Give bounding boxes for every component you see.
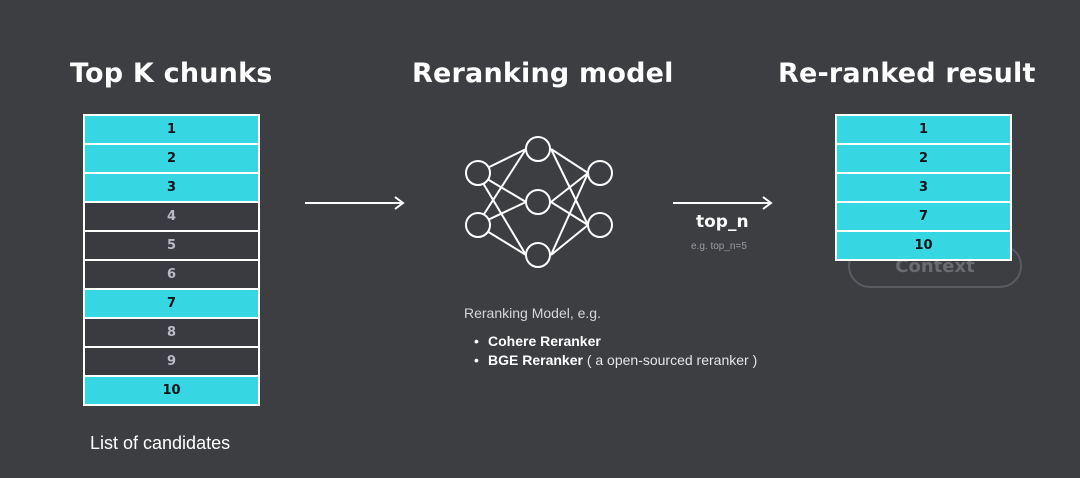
neural-network-icon — [465, 136, 613, 268]
chunk-cell: 9 — [85, 348, 258, 377]
result-cell: 1 — [837, 116, 1010, 145]
chunk-cell: 4 — [85, 203, 258, 232]
chunk-cell: 2 — [85, 145, 258, 174]
middle-title: Reranking model — [412, 58, 674, 89]
right-title: Re-ranked result — [778, 58, 1036, 89]
model-name: BGE Reranker — [488, 352, 583, 368]
arrow-to-result — [673, 196, 773, 210]
model-list: • Cohere Reranker • BGE Reranker ( a open-… — [474, 333, 757, 371]
model-description: Reranking Model, e.g. — [464, 305, 601, 321]
chunk-cell: 1 — [85, 116, 258, 145]
bullet-icon: • — [474, 352, 479, 368]
bullet-icon: • — [474, 333, 479, 349]
chunk-cell: 5 — [85, 232, 258, 261]
chunk-cell: 6 — [85, 261, 258, 290]
model-item-bge: • BGE Reranker ( a open-sourced reranker … — [474, 352, 757, 371]
result-cell: 10 — [837, 232, 1010, 259]
arrow-to-model — [305, 196, 405, 210]
chunk-cell: 7 — [85, 290, 258, 319]
result-cell: 2 — [837, 145, 1010, 174]
model-note: ( a open-sourced reranker ) — [582, 352, 758, 368]
chunk-cell: 8 — [85, 319, 258, 348]
left-title: Top K chunks — [70, 58, 273, 89]
model-item-cohere: • Cohere Reranker — [474, 333, 757, 352]
result-cell: 7 — [837, 203, 1010, 232]
top-n-example: e.g. top_n=5 — [691, 241, 747, 252]
chunk-cell: 3 — [85, 174, 258, 203]
top-n-label: top_n — [696, 212, 749, 232]
model-name: Cohere Reranker — [488, 333, 601, 349]
result-cell: 3 — [837, 174, 1010, 203]
chunk-cell: 10 — [85, 377, 258, 404]
candidates-caption: List of candidates — [90, 433, 231, 453]
